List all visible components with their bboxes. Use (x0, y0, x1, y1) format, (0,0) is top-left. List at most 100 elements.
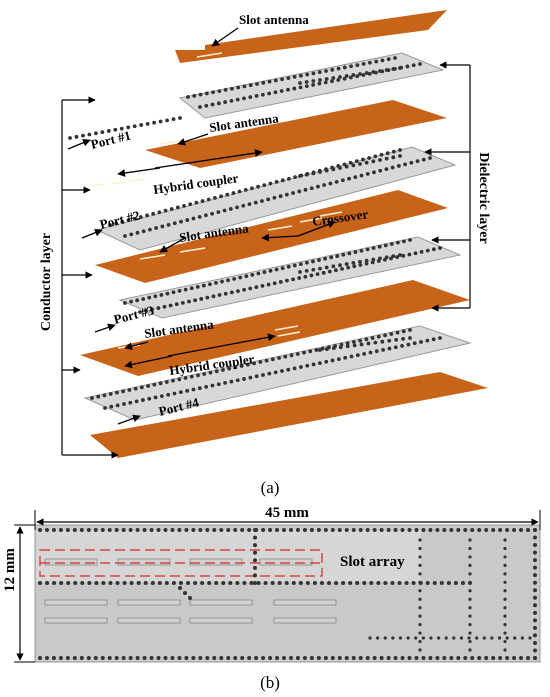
via (223, 100, 228, 104)
via (334, 179, 339, 184)
via (526, 528, 531, 532)
via (345, 341, 350, 346)
via (170, 656, 175, 660)
via (358, 259, 362, 264)
via (297, 276, 302, 280)
via (100, 528, 105, 532)
via (503, 648, 507, 652)
via (378, 158, 382, 162)
via (391, 636, 395, 640)
via (384, 156, 389, 161)
via (390, 165, 395, 170)
via (321, 270, 326, 275)
via (273, 90, 278, 95)
via (435, 656, 440, 660)
slot (259, 558, 313, 566)
via (304, 268, 309, 273)
via (108, 392, 113, 396)
via (197, 386, 202, 391)
via (452, 636, 456, 640)
via (163, 208, 168, 213)
via (393, 656, 398, 660)
via (298, 85, 303, 90)
via (172, 221, 177, 226)
via (205, 656, 210, 660)
via (351, 528, 356, 532)
via (292, 263, 297, 268)
via (171, 290, 176, 295)
via (242, 84, 247, 89)
via (425, 338, 430, 343)
via (418, 648, 422, 652)
via (378, 168, 383, 173)
via (79, 528, 84, 532)
via (390, 581, 395, 585)
slot (44, 599, 108, 606)
via (374, 59, 379, 64)
via (233, 365, 238, 370)
via (385, 151, 390, 156)
via (379, 528, 384, 532)
via (411, 63, 416, 68)
via (212, 195, 217, 200)
via (170, 528, 175, 532)
via (284, 581, 289, 585)
via (376, 636, 380, 640)
via (291, 191, 295, 195)
via (129, 581, 134, 585)
via (107, 528, 112, 532)
via (250, 272, 255, 277)
via (268, 656, 273, 660)
via (351, 163, 356, 168)
via (387, 346, 392, 351)
via (156, 656, 161, 660)
via (126, 125, 131, 130)
via (415, 159, 420, 164)
via (381, 347, 386, 352)
via (258, 360, 263, 364)
via (151, 211, 156, 216)
via (93, 528, 98, 532)
via (456, 528, 461, 532)
via (309, 273, 314, 278)
via (358, 528, 363, 532)
via (152, 120, 157, 125)
via (406, 636, 410, 640)
via (303, 274, 308, 279)
via (247, 202, 252, 207)
via (233, 656, 238, 660)
via (378, 69, 382, 73)
via (364, 261, 369, 266)
via (198, 656, 203, 660)
via (242, 377, 246, 381)
via (295, 352, 300, 356)
via (128, 528, 133, 532)
via (463, 656, 468, 660)
conductor-layer-2 (145, 100, 447, 168)
via (247, 656, 252, 660)
via (533, 610, 537, 615)
via (248, 83, 253, 88)
via (230, 86, 234, 91)
via (428, 156, 432, 160)
via (139, 123, 144, 127)
conductor-layer-1 (175, 10, 447, 63)
via (309, 528, 314, 532)
via (221, 581, 226, 585)
via (330, 358, 335, 363)
via (106, 129, 111, 133)
via (198, 105, 202, 109)
via (79, 656, 84, 660)
via (505, 636, 509, 640)
via (463, 528, 468, 532)
via (163, 528, 168, 532)
via (260, 199, 264, 203)
via (186, 581, 191, 585)
via (414, 636, 418, 640)
via (309, 186, 314, 191)
via (214, 369, 219, 374)
via (186, 95, 190, 99)
via (287, 176, 291, 181)
via (226, 656, 231, 660)
via (336, 66, 341, 71)
